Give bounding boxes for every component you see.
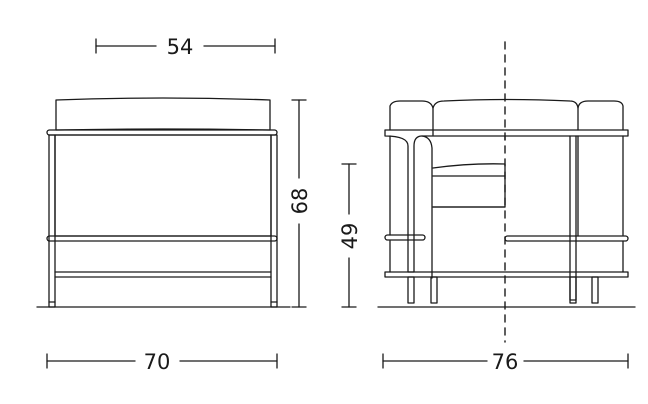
side-right-arm-cushion [577,100,624,131]
front-depth-dimension [95,38,276,54]
side-leg-1 [407,276,415,304]
side-lower-rail-right [504,235,629,242]
side-seat-height-dimension [341,163,357,308]
front-width-dimension [46,353,278,369]
side-seat-height-label: 49 [338,223,362,250]
front-top-rail [46,129,278,136]
front-depth-label: 54 [167,35,194,59]
front-cushion [55,97,271,131]
front-width-label: 70 [144,350,171,374]
front-body-panel [54,134,272,237]
side-seat-cushion [432,163,506,208]
side-width-dimension [382,353,629,369]
front-lower-rail [46,235,278,242]
front-height-dimension [291,99,307,308]
front-left-leg [48,134,56,308]
front-height-label: 68 [288,188,312,215]
side-leg-4 [591,276,599,304]
side-leg-3 [569,276,577,304]
side-width-label: 76 [492,350,519,374]
side-left-arm-cushion [389,100,434,136]
side-bottom-rail [384,271,629,278]
side-back-cushion [432,98,579,131]
side-leg-2 [430,276,438,304]
front-right-leg [270,134,278,308]
side-lower-rail-left [384,234,426,241]
side-top-tube [384,129,629,273]
front-view-drawing [36,97,291,308]
side-view-drawing [377,98,636,308]
